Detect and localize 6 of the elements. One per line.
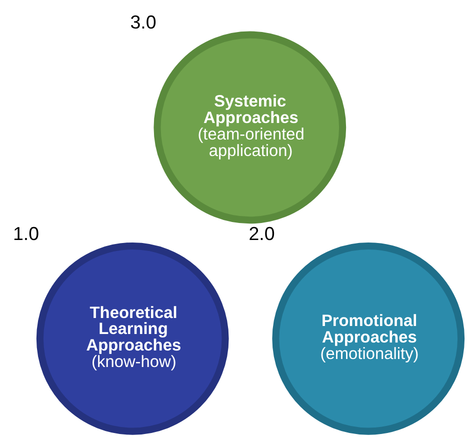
node-circle: Promotional Approaches (emotionality) xyxy=(272,242,465,434)
node-label: 2.0 xyxy=(248,222,275,244)
node-circle: Systemic Approaches (team-oriented application) xyxy=(154,30,346,224)
node-label: 1.0 xyxy=(12,222,40,244)
node-circle: Theoretical Learning Approaches (know-how) xyxy=(36,242,229,434)
node-label: 3.0 xyxy=(130,11,156,32)
